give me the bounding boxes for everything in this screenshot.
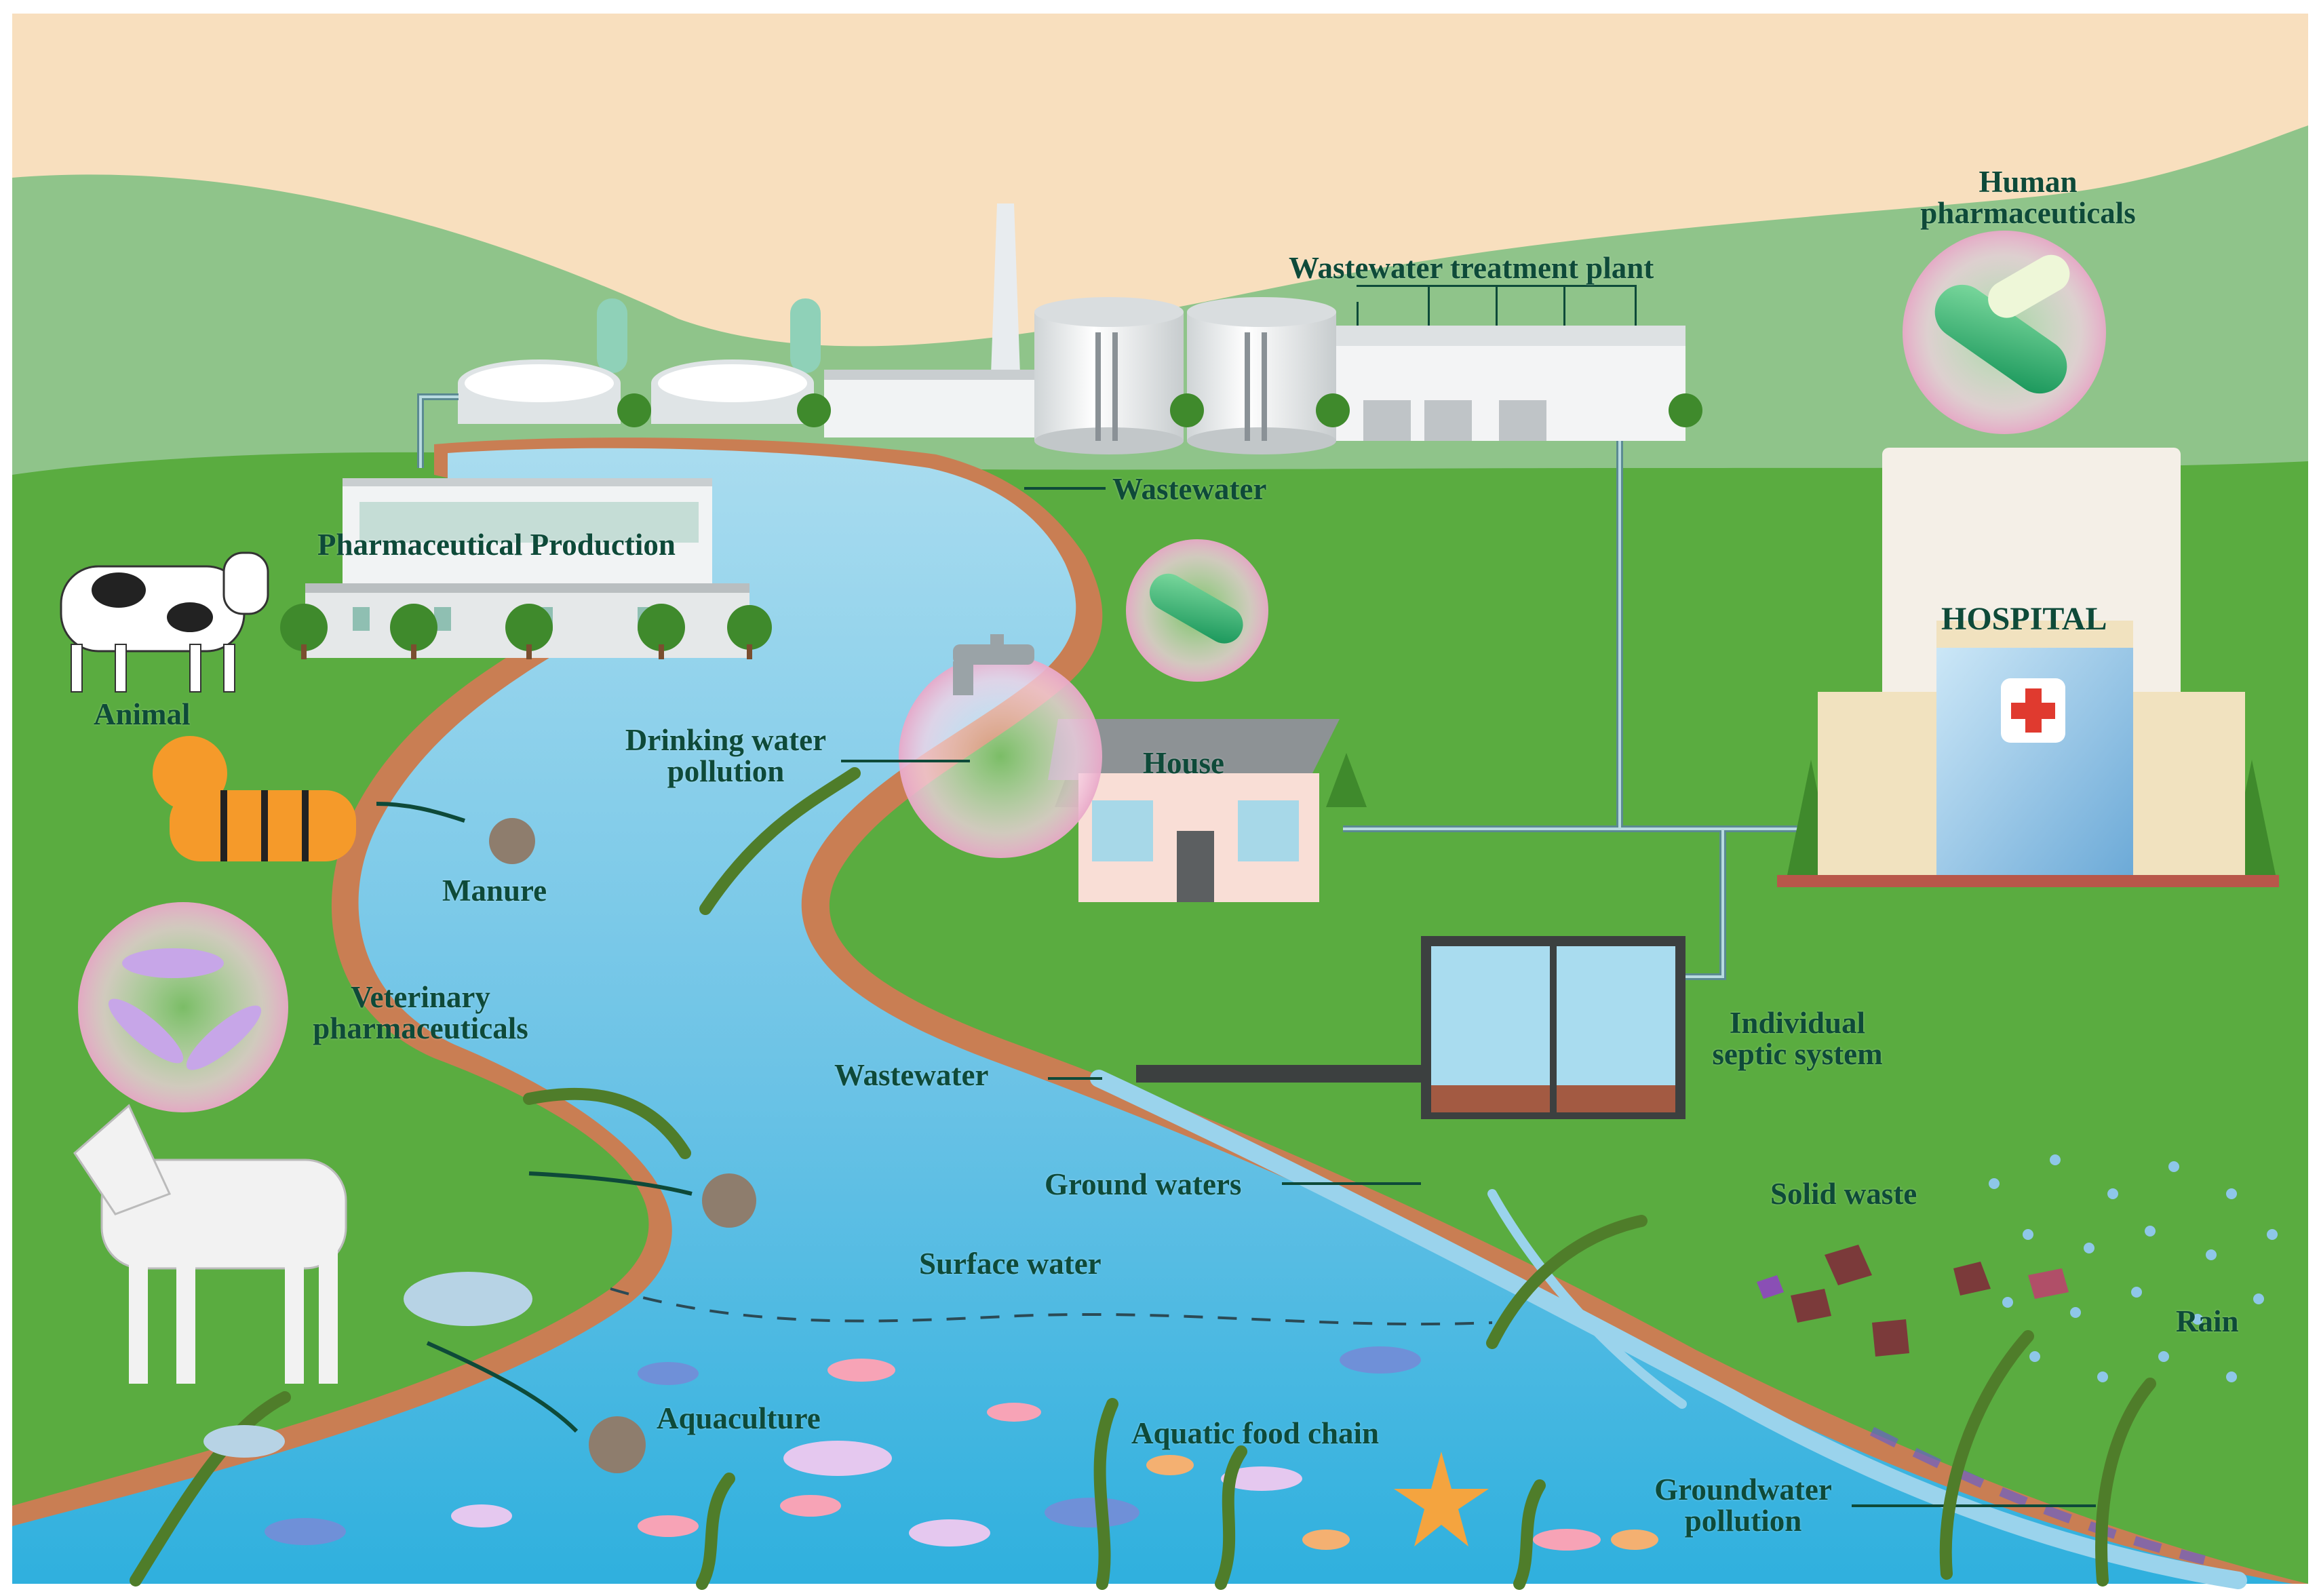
leader-lines bbox=[841, 487, 2096, 1507]
rock bbox=[203, 1425, 285, 1458]
tree-icon bbox=[280, 393, 2276, 875]
rock bbox=[404, 1272, 532, 1326]
groundwater-pollution-streak bbox=[1869, 1426, 2206, 1565]
label-veterinary-line2: pharmaceuticals bbox=[313, 1011, 528, 1045]
septic-tank-icon bbox=[1136, 936, 1685, 1119]
capsule-bubble-icon bbox=[78, 231, 2106, 1112]
house-building bbox=[1048, 719, 1340, 902]
label-ground-waters: Ground waters bbox=[1045, 1167, 1242, 1201]
cow-icon bbox=[60, 551, 269, 693]
manure-icon bbox=[489, 818, 756, 1473]
label-veterinary-line1: Veterinary bbox=[351, 980, 490, 1014]
surface-water-dash bbox=[610, 1287, 1493, 1326]
wastewater-treatment-plant bbox=[458, 203, 1685, 454]
label-aquaculture: Aquaculture bbox=[657, 1401, 821, 1435]
label-drinking-water-pollution: Drinking water pollution bbox=[590, 724, 861, 787]
tiger-icon bbox=[153, 736, 356, 861]
label-human-pharmaceuticals-line1: Human bbox=[1979, 165, 2078, 199]
label-wastewater-top: Wastewater bbox=[1112, 472, 1267, 506]
hospital-cross-icon bbox=[2011, 688, 2055, 733]
label-individual-septic-system: Individual septic system bbox=[1662, 1007, 1933, 1070]
label-rain: Rain bbox=[2176, 1304, 2239, 1338]
label-wastewater-septic: Wastewater bbox=[834, 1058, 989, 1092]
seaweed bbox=[130, 767, 2156, 1590]
label-drinking-water-line2: pollution bbox=[667, 754, 785, 788]
label-aquatic-food-chain: Aquatic food chain bbox=[1131, 1416, 1380, 1450]
raindrop-icon bbox=[1989, 1154, 2278, 1382]
river-water bbox=[12, 448, 2293, 1584]
horse-icon bbox=[73, 1104, 347, 1384]
label-pharmaceutical-production: Pharmaceutical Production bbox=[317, 528, 676, 562]
label-groundwater-pollution-line1: Groundwater bbox=[1654, 1473, 1832, 1506]
label-groundwater-pollution: Groundwater pollution bbox=[1607, 1474, 1879, 1536]
label-surface-water: Surface water bbox=[919, 1247, 1102, 1281]
label-drinking-water-line1: Drinking water bbox=[625, 723, 827, 757]
label-individual-septic-line1: Individual bbox=[1729, 1006, 1866, 1040]
groundwater-channel bbox=[1090, 1070, 2247, 1589]
label-veterinary-pharmaceuticals: Veterinary pharmaceuticals bbox=[285, 981, 556, 1044]
label-human-pharmaceuticals-line2: pharmaceuticals bbox=[1920, 196, 2136, 230]
pipes-inner bbox=[419, 395, 1804, 978]
label-house: House bbox=[1143, 746, 1225, 780]
label-individual-septic-line2: septic system bbox=[1712, 1037, 1883, 1071]
label-solid-waste: Solid waste bbox=[1770, 1177, 1917, 1211]
label-wastewater-treatment-plant: Wastewater treatment plant bbox=[1289, 251, 1654, 285]
label-hospital: HOSPITAL bbox=[1941, 601, 2107, 637]
groundwater-channel-branch bbox=[1487, 1189, 1687, 1409]
starfish-icon bbox=[1394, 1452, 1489, 1546]
fish-icon bbox=[265, 1346, 1601, 1551]
label-human-pharmaceuticals: Human pharmaceuticals bbox=[1892, 166, 2164, 229]
label-manure: Manure bbox=[442, 874, 547, 908]
tap-icon bbox=[953, 634, 1034, 695]
shrimp-icon bbox=[1146, 1455, 1658, 1550]
flow-arrows bbox=[376, 802, 693, 1433]
label-animal: Animal bbox=[94, 697, 191, 731]
solid-waste-fragments bbox=[1757, 1245, 2069, 1357]
hospital-building bbox=[1777, 448, 2279, 887]
label-groundwater-pollution-line2: pollution bbox=[1684, 1504, 1802, 1538]
